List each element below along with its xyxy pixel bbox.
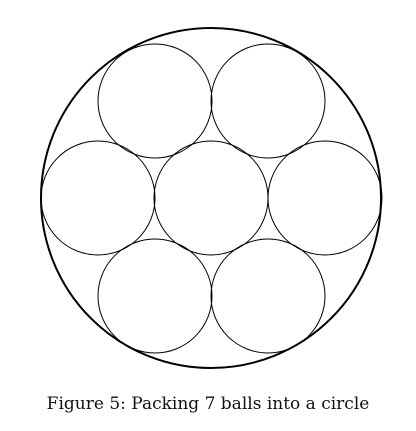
ball-center bbox=[153, 140, 269, 256]
ball-middle-right bbox=[267, 140, 383, 256]
figure-caption: Figure 5: Packing 7 balls into a circle bbox=[46, 394, 370, 414]
ball-top-left bbox=[97, 43, 213, 159]
ball-top-right bbox=[210, 43, 326, 159]
packing-diagram bbox=[40, 27, 383, 369]
ball-middle-left bbox=[40, 140, 156, 256]
ball-bottom-left bbox=[97, 238, 213, 354]
outer-circle bbox=[40, 27, 382, 369]
ball-bottom-right bbox=[210, 238, 326, 354]
